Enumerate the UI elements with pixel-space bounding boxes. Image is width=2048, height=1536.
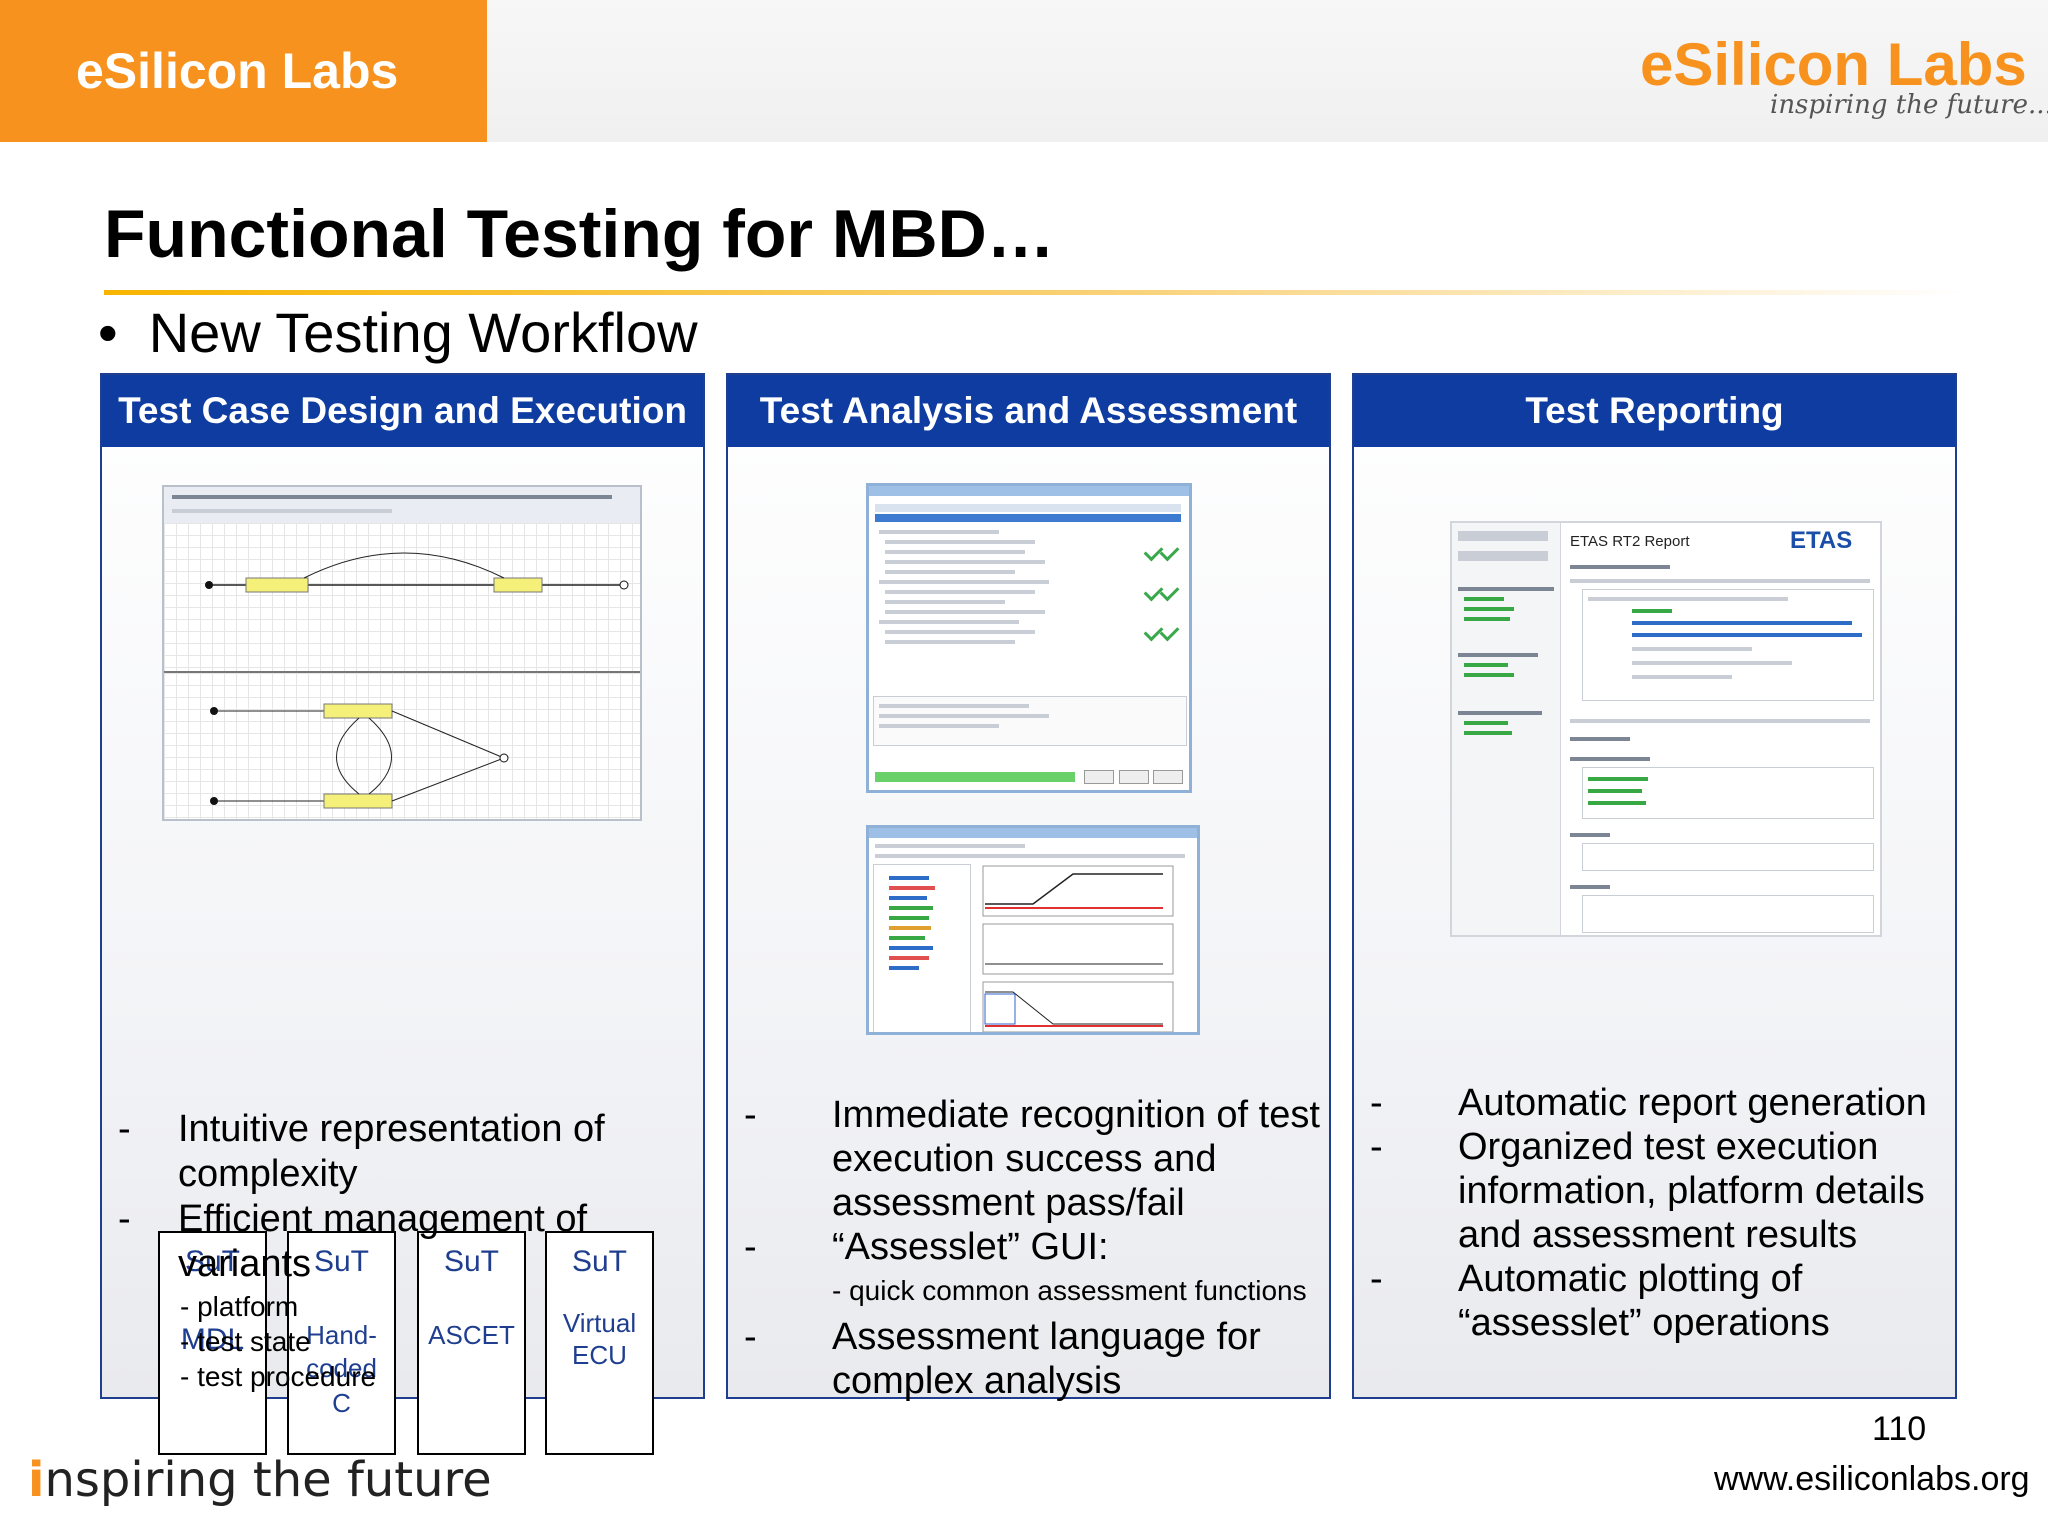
page-number: 110 xyxy=(1872,1410,1927,1448)
list-item-line: assessment pass/fail xyxy=(832,1182,1185,1224)
list-item-line: information, platform details xyxy=(1458,1170,1925,1212)
sut-hand-coded-c: SuT Hand- coded C xyxy=(287,1231,396,1455)
panel-heading: Test Case Design and Execution xyxy=(102,375,703,447)
sub-item: - platform xyxy=(180,1291,299,1322)
sut-type-line: C xyxy=(332,1388,351,1418)
list-item-line: complexity xyxy=(178,1153,358,1195)
diagram-top xyxy=(164,523,640,671)
sut-label: SuT xyxy=(184,1245,241,1278)
panel-analysis-assessment: Test Analysis and Assessment xyxy=(726,373,1331,1402)
list-item-line: Organized test execution xyxy=(1458,1126,1879,1168)
sut-type: MDL xyxy=(180,1323,245,1356)
panel-list: - Intuitive representation of complexity… xyxy=(118,1107,688,1397)
sut-label: SuT xyxy=(571,1245,628,1278)
list-item-line: complex analysis xyxy=(832,1360,1122,1402)
toolbar-strip xyxy=(164,487,640,524)
panel-design-execution: Test Case Design and Execution xyxy=(100,373,705,1455)
list-dash: - xyxy=(1370,1126,1383,1168)
sut-type-line: Hand- xyxy=(306,1320,377,1350)
sut-label: SuT xyxy=(443,1245,500,1278)
list-dash: - xyxy=(744,1316,757,1358)
title-underline xyxy=(104,290,1964,295)
sub-item: - quick common assessment functions xyxy=(832,1275,1307,1306)
esilicon-logo: eSilicon Labs inspiring the future... xyxy=(1640,30,2048,130)
panel-heading: Test Reporting xyxy=(1354,375,1955,447)
report-screenshot: ETAS RT2 Report ETAS xyxy=(1450,521,1882,937)
sut-virtual-ecu: SuT Virtual ECU xyxy=(545,1231,654,1455)
tagline-rest: nspiring the future xyxy=(44,1452,492,1508)
sub-item: - test state xyxy=(180,1326,311,1357)
sut-type-line: Virtual xyxy=(562,1308,637,1338)
list-dash: - xyxy=(744,1226,757,1268)
list-dash: - xyxy=(1370,1258,1383,1300)
signal-plots xyxy=(982,865,1174,1032)
list-item-line: and assessment results xyxy=(1458,1214,1858,1256)
sut-type-line: ECU xyxy=(572,1340,627,1370)
panel-list: - Immediate recognition of test executio… xyxy=(744,1093,1324,1402)
sub-item: - test procedure xyxy=(180,1361,377,1392)
diagram-bottom xyxy=(164,673,640,819)
bullet-text: New Testing Workflow xyxy=(148,301,698,364)
list-item-line: variants xyxy=(178,1243,312,1285)
tagline-initial: i xyxy=(28,1452,45,1508)
bullet-item: • New Testing Workflow xyxy=(98,301,698,364)
list-item-line: Automatic plotting of xyxy=(1458,1258,1803,1300)
brand-text: eSilicon Labs xyxy=(76,43,399,99)
logo-tagline: inspiring the future... xyxy=(1770,90,2048,120)
logo-text: eSilicon Labs xyxy=(1640,31,2027,98)
footer-tagline: inspiring the future xyxy=(28,1452,492,1508)
list-item-line: execution success and xyxy=(832,1138,1217,1180)
list-dash: - xyxy=(118,1108,131,1150)
list-item-line: Efficient management of xyxy=(178,1198,588,1240)
list-item-line: Immediate recognition of test xyxy=(832,1094,1320,1136)
list-dash: - xyxy=(1370,1082,1383,1124)
assessment-window-screenshot xyxy=(866,483,1192,793)
state-machine-screenshot xyxy=(162,485,642,821)
list-dash: - xyxy=(118,1198,131,1240)
brand-box: eSilicon Labs xyxy=(0,0,487,142)
footer-url[interactable]: www.esiliconlabs.org xyxy=(1714,1460,2030,1498)
report-title: ETAS RT2 Report xyxy=(1570,533,1690,550)
list-item-line: “assesslet” operations xyxy=(1458,1302,1830,1344)
panel-list: - Automatic report generation - Organize… xyxy=(1370,1081,1950,1381)
list-item-line: Assessment language for xyxy=(832,1316,1261,1358)
etas-logo: ETAS xyxy=(1790,527,1853,554)
list-item-line: Intuitive representation of xyxy=(178,1108,605,1150)
sut-label: SuT xyxy=(313,1245,370,1278)
sut-type: ASCET xyxy=(428,1320,515,1350)
sut-mdl: SuT MDL xyxy=(158,1231,267,1455)
slide-title: Functional Testing for MBD… xyxy=(104,196,1055,272)
panel-test-reporting: Test Reporting ETAS RT2 Report ETAS xyxy=(1352,373,1957,1399)
list-item-line: Automatic report generation xyxy=(1458,1082,1927,1124)
list-dash: - xyxy=(744,1094,757,1136)
sut-type-line: coded xyxy=(306,1353,377,1383)
panel-heading: Test Analysis and Assessment xyxy=(728,375,1329,447)
list-item-line: “Assesslet” GUI: xyxy=(832,1226,1109,1268)
sut-ascet: SuT ASCET xyxy=(417,1231,526,1455)
signal-plot-screenshot xyxy=(866,825,1200,1035)
